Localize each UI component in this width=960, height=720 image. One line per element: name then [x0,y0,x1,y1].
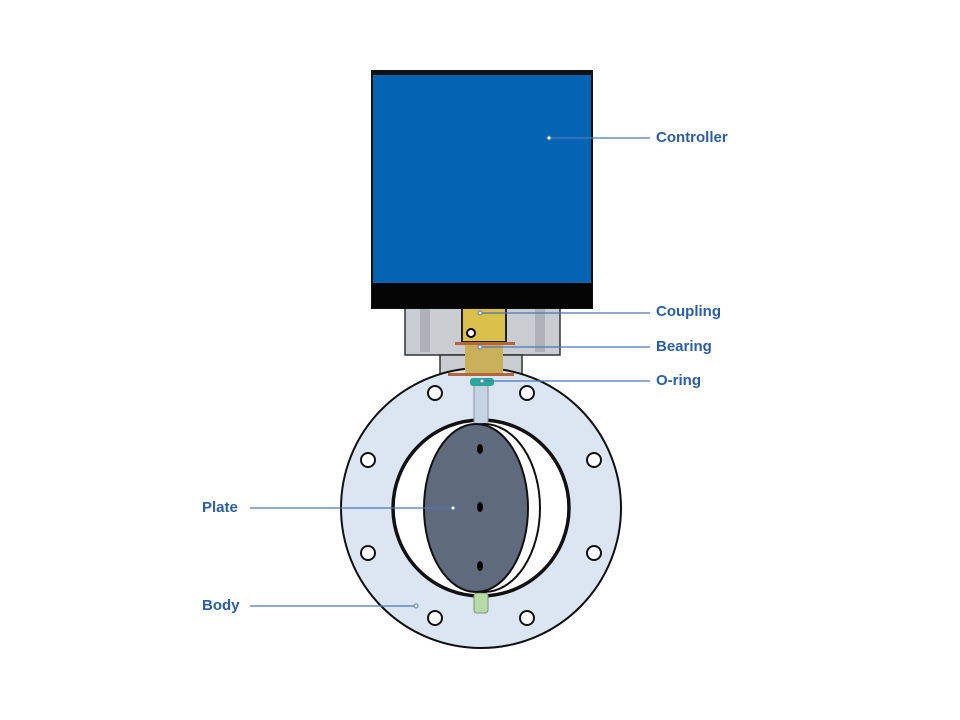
leader-dots [413,135,552,609]
leader-lines [250,137,650,607]
lower-shaft [473,592,489,614]
controller-base [372,283,592,308]
label-bearing: Bearing [656,338,712,355]
shaft [473,379,489,431]
controller-box [371,70,593,309]
label-coupling: Coupling [656,303,721,320]
label-body: Body [202,597,240,614]
bearing-part [465,345,503,373]
label-plate: Plate [202,499,238,516]
label-controller: Controller [656,129,728,146]
label-oring: O-ring [656,372,701,389]
bolt-holes [360,385,602,626]
